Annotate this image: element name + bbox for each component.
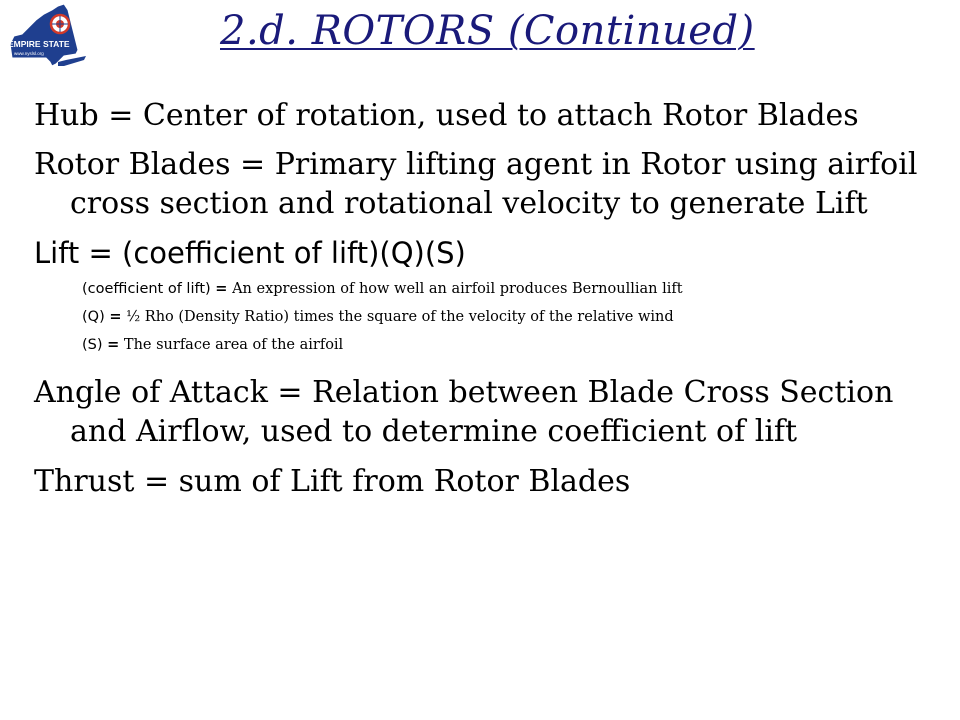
lift-term-item: (coefficient of lift) = An expression of… [34,275,934,303]
term-definition: ½ Rho (Density Ratio) times the square o… [126,309,674,325]
long-island-shape [58,56,86,66]
term-equals: = [109,309,122,325]
paragraph-rotor-blades: Rotor Blades = Primary lifting agent in … [34,147,918,221]
empire-state-logo: EMPIRE STATE www.nyslsl.org [8,3,86,67]
paragraph-angle-of-attack: Angle of Attack = Relation between Blade… [34,375,894,449]
term-label: (S) [82,337,103,353]
paragraph-thrust: Thrust = sum of Lift from Rotor Blades [34,464,631,499]
term-definition: An expression of how well an airfoil pro… [232,281,683,297]
term-definition: The surface area of the airfoil [123,337,344,353]
term-equals: = [215,281,228,297]
lift-term-item: (S) = The surface area of the airfoil [34,331,934,359]
term-label: (Q) [82,309,105,325]
paragraph-hub: Hub = Center of rotation, used to attach… [34,98,859,133]
slide-body: Hub = Center of rotation, used to attach… [34,96,934,501]
paragraph-lift: Lift = (coefficient of lift)(Q)(S) [34,236,466,270]
logo-text: EMPIRE STATE [8,39,70,49]
lift-terms-list: (coefficient of lift) = An expression of… [34,275,934,359]
lift-term-item: (Q) = ½ Rho (Density Ratio) times the sq… [34,303,934,331]
term-label: (coefficient of lift) [82,281,211,297]
term-equals: = [107,337,120,353]
logo-subtext: www.nyslsl.org [14,51,44,56]
slide-title: 2.d. ROTORS (Continued) [220,8,755,54]
ny-state-shape [9,3,79,67]
